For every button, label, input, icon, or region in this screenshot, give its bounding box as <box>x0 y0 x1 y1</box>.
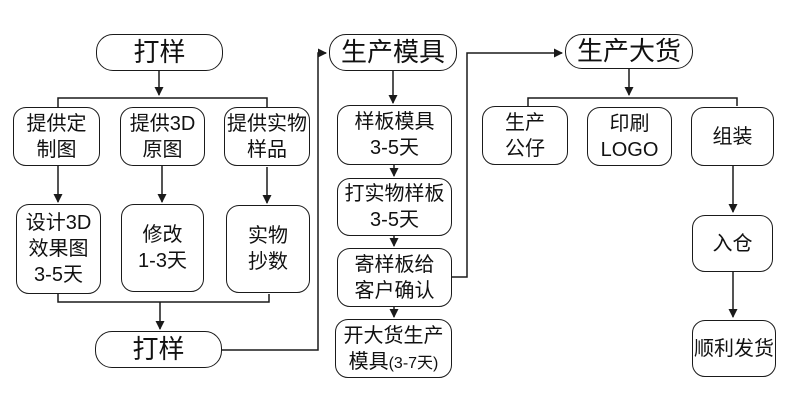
node-label-line: 提供定 <box>26 112 87 135</box>
node-label-main: 模具 <box>348 350 389 373</box>
node-sample-mold: 样板模具 3-5天 <box>337 105 452 165</box>
node-produce-figure: 生产 公仔 <box>482 106 568 165</box>
connector-branch-left-group <box>57 97 268 107</box>
node-label-line: 样品 <box>247 138 287 161</box>
connector-samplingbottom-to-mold <box>222 48 327 351</box>
node-provide-custom-drawing: 提供定 制图 <box>13 107 100 166</box>
node-label-line: 样板模具 <box>354 111 435 133</box>
node-label: 打样 <box>133 36 186 67</box>
node-produce-bulk: 生产大货 <box>565 34 693 69</box>
node-provide-3d-original: 提供3D 原图 <box>120 107 205 166</box>
node-label-line: 生产 <box>505 111 545 134</box>
node-label-line: 提供3D <box>129 112 196 135</box>
node-produce-mold: 生产模具 <box>329 34 457 71</box>
node-sampling-bottom: 打样 <box>95 331 222 368</box>
node-label-line: 制图 <box>36 138 77 161</box>
node-label: 顺利发货 <box>694 337 774 360</box>
node-label-line: 修改 <box>142 224 183 246</box>
node-label-line: 公仔 <box>505 137 545 160</box>
connector-branch-right-group <box>527 97 738 106</box>
node-label-line: 实物 <box>248 225 288 247</box>
node-label-line: 寄样板给 <box>354 253 435 276</box>
node-label-line: 效果图 <box>28 238 89 260</box>
node-label-duration: (3-7天) <box>388 354 439 372</box>
node-sampling-top: 打样 <box>96 34 223 71</box>
node-label-line: 客户确认 <box>354 279 435 302</box>
node-label-line: 打实物样板 <box>344 183 445 205</box>
node-label-line: 1-3天 <box>138 250 187 272</box>
node-print-logo: 印刷 LOGO <box>587 107 672 166</box>
node-label: 组装 <box>712 125 753 148</box>
node-design-3d-render: 设计3D 效果图 3-5天 <box>16 204 101 294</box>
node-make-physical-sample: 打实物样板 3-5天 <box>337 178 452 236</box>
connector-merge-left-group <box>57 294 270 303</box>
node-open-bulk-mold: 开大货生产 模具 (3-7天) <box>335 319 452 378</box>
node-label: 生产大货 <box>576 35 681 66</box>
node-label-line: 原图 <box>142 138 183 161</box>
node-physical-copy: 实物 抄数 <box>226 205 310 293</box>
node-assembly: 组装 <box>691 107 774 166</box>
node-warehouse-in: 入仓 <box>692 215 773 272</box>
node-revision: 修改 1-3天 <box>121 204 204 292</box>
node-label-line: 开大货生产 <box>343 324 444 347</box>
connector-sendsample-to-producebulk <box>452 48 563 278</box>
node-label-line: 提供实物 <box>227 112 307 135</box>
node-label: 打样 <box>132 333 185 364</box>
node-label: 入仓 <box>712 232 753 255</box>
node-label-line: 模具 (3-7天) <box>349 349 439 375</box>
node-label-line: 3-5天 <box>370 209 419 231</box>
node-label-line: 设计3D <box>25 212 92 234</box>
node-label: 生产模具 <box>340 36 445 67</box>
node-smooth-delivery: 顺利发货 <box>692 320 776 377</box>
node-label-line: 3-5天 <box>34 264 83 286</box>
node-provide-physical-sample: 提供实物 样品 <box>224 107 310 166</box>
node-label-line: 3-5天 <box>370 137 419 159</box>
node-send-sample-confirm: 寄样板给 客户确认 <box>337 248 452 307</box>
node-label-line: 抄数 <box>248 251 288 273</box>
node-label-line: LOGO <box>600 138 659 161</box>
node-label-line: 印刷 <box>609 112 650 135</box>
